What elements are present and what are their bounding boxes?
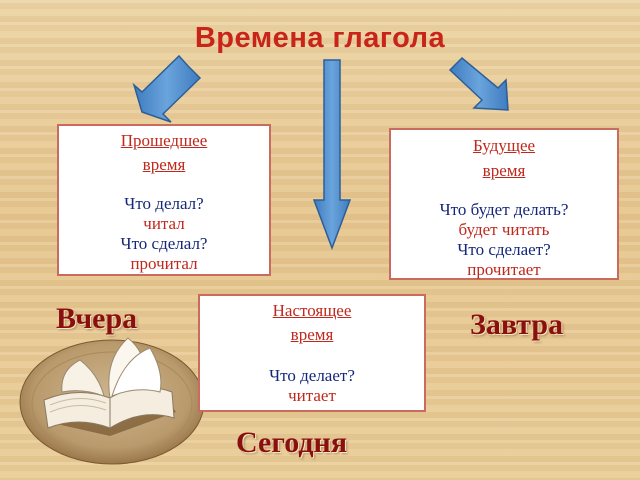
label-yesterday: Вчера (56, 302, 138, 335)
present-tense-title-line2: время (290, 325, 334, 344)
past-question-1: Что делал? (124, 194, 204, 213)
present-question-1: Что делает? (269, 366, 355, 385)
future-answer-1: будет читать (458, 220, 550, 239)
present-tense-title-line1: Настоящее (272, 301, 352, 320)
past-tense-box: Прошедшее время Что делал? читал Что сде… (57, 124, 271, 276)
arrow-left-down-icon (132, 54, 202, 123)
open-book-icon (19, 337, 205, 465)
label-today: Сегодня (236, 426, 348, 459)
future-tense-title-line2: время (482, 161, 526, 180)
past-tense-title-line2: время (142, 155, 186, 174)
past-question-2: Что сделал? (120, 234, 208, 253)
past-answer-2: прочитал (130, 254, 198, 273)
arrow-down-icon (312, 59, 352, 251)
present-tense-box: Настоящее время Что делает? читает (198, 294, 426, 412)
diagram-title: Времена глагола (194, 22, 446, 54)
future-question-1: Что будет делать? (439, 200, 569, 219)
past-tense-title-line1: Прошедшее (120, 131, 208, 150)
arrow-right-down-icon (448, 56, 509, 111)
past-answer-1: читал (143, 214, 185, 233)
future-question-2: Что сделает? (457, 240, 551, 259)
label-tomorrow: Завтра (470, 308, 564, 341)
future-answer-2: прочитает (467, 260, 541, 279)
future-tense-title-line1: Будущее (472, 136, 536, 155)
present-answer-1: читает (288, 386, 336, 405)
future-tense-box: Будущее время Что будет делать? будет чи… (389, 128, 619, 280)
